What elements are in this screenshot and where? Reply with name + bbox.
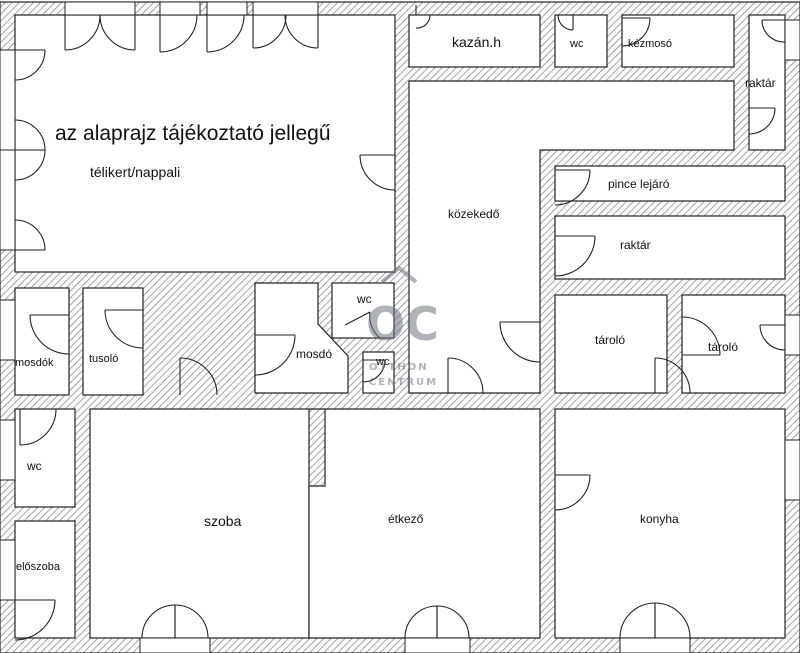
label-eloszoba: előszoba: [16, 561, 61, 573]
plan-title: az alaprajz tájékoztató jellegű: [55, 122, 331, 145]
room-telikert: [14, 14, 396, 273]
room-kazan: [408, 14, 541, 68]
label-wc-top: wc: [569, 38, 584, 50]
watermark-roof-icon: [380, 265, 418, 284]
label-tarolo2: tároló: [708, 340, 738, 354]
label-wc-left: wc: [26, 459, 42, 473]
label-szoba: szoba: [204, 513, 242, 529]
watermark-logo: OC: [366, 297, 439, 351]
room-tarolo2: [681, 294, 786, 394]
label-mosdo: mosdó: [296, 347, 332, 361]
label-telikert: télikert/nappali: [90, 164, 180, 180]
label-wc-mid: wc: [356, 292, 372, 306]
watermark-line1: OTTHON: [369, 362, 429, 373]
label-kozekedo: közekedő: [448, 207, 500, 221]
room-wc-top: [554, 14, 608, 68]
room-wc-mid: [331, 282, 395, 339]
room-eloszoba: [14, 520, 76, 639]
watermark: OC OTTHON CENTRUM: [366, 265, 439, 388]
room-kozekedo: [408, 80, 735, 394]
room-raktar-top: [748, 14, 786, 151]
room-wc-left: [14, 408, 76, 508]
room-mosdo: [254, 282, 349, 394]
rooms: [14, 14, 786, 639]
room-pince: [554, 165, 786, 202]
room-raktar: [554, 215, 786, 280]
door-swings: [14, 5, 786, 641]
label-wc-small: wc: [375, 356, 390, 368]
label-kazan: kazán.h: [452, 34, 501, 50]
label-tusolo: tusoló: [89, 353, 118, 365]
room-mosdok: [14, 287, 70, 396]
label-raktar-top: raktár: [745, 76, 776, 90]
room-tusolo: [82, 287, 144, 396]
room-wc-small: [362, 351, 395, 394]
room-kezmoso: [621, 14, 735, 68]
room-labels: az alaprajz tájékoztató jellegű télikert…: [15, 34, 776, 573]
label-raktar: raktár: [620, 238, 651, 252]
label-kezmoso: kézmosó: [628, 38, 672, 50]
label-tarolo1: tároló: [595, 333, 625, 347]
label-pince: pince lejáró: [608, 177, 670, 191]
watermark-line2: CENTRUM: [369, 377, 438, 388]
label-konyha: konyha: [640, 512, 679, 526]
label-mosdok: mosdók: [15, 357, 54, 369]
room-etkezo: [308, 408, 541, 639]
label-etkezo: étkező: [388, 512, 424, 526]
room-tarolo1: [554, 294, 668, 394]
room-szoba: [89, 408, 310, 639]
